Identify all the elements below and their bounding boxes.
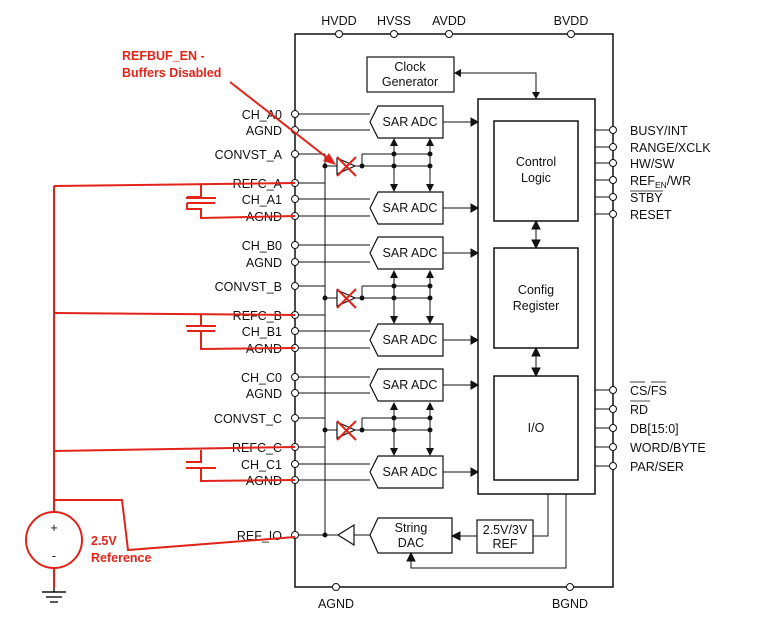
config-label-1: Config — [518, 283, 554, 297]
pin-bvdd: BVDD — [554, 14, 589, 28]
pin-stby: STBY — [630, 191, 663, 205]
refbuf-note-1: REFBUF_EN - — [122, 49, 205, 63]
sar-adc-c1: SAR ADC — [383, 465, 438, 479]
pin-convst-b: CONVST_B — [215, 280, 282, 294]
pin-ch-a0: CH_A0 — [242, 108, 282, 122]
ref-block-label-2: REF — [493, 537, 518, 551]
pin-range-xclk: RANGE/XCLK — [630, 141, 711, 155]
external-reference-wiring — [53, 182, 296, 588]
pin-ch-a1: CH_A1 — [242, 193, 282, 207]
sar-adc-group — [369, 105, 444, 489]
control-label-1: Control — [516, 155, 556, 169]
source-minus: - — [52, 549, 56, 563]
control-logic-block — [493, 120, 579, 222]
pin-hvss: HVSS — [377, 14, 411, 28]
sar-adc-b1: SAR ADC — [383, 333, 438, 347]
clock-label-1: Clock — [394, 60, 426, 74]
pin-refc-b: REFC_B — [233, 309, 282, 323]
pin-ch-c0: CH_C0 — [241, 371, 282, 385]
pin-ch-c1: CH_C1 — [241, 458, 282, 472]
string-dac-label-1: String — [395, 521, 428, 535]
config-label-2: Register — [513, 299, 560, 313]
disabled-buffer-marks — [336, 156, 357, 441]
clock-label-2: Generator — [382, 75, 438, 89]
pin-hvdd: HVDD — [321, 14, 356, 28]
pin-agnd-a0: AGND — [246, 124, 282, 138]
pin-word-byte: WORD/BYTE — [630, 441, 706, 455]
pin-reset: RESET — [630, 208, 672, 222]
ground-icon — [42, 588, 66, 603]
pin-db: DB[15:0] — [630, 422, 679, 436]
string-dac-block — [369, 517, 453, 554]
pin-bgnd: BGND — [552, 597, 588, 611]
pin-hw-sw: HW/SW — [630, 157, 675, 171]
reference-note-1: 2.5V — [91, 534, 117, 548]
sar-adc-a0: SAR ADC — [383, 115, 438, 129]
clock-generator-block — [366, 56, 455, 93]
refbuf-note-2: Buffers Disabled — [122, 66, 221, 80]
pin-agnd-b0: AGND — [246, 256, 282, 270]
string-dac-label-2: DAC — [398, 536, 424, 550]
right-pins — [609, 126, 617, 470]
pin-agnd-bottom: AGND — [318, 597, 354, 611]
sar-adc-c0: SAR ADC — [383, 378, 438, 392]
pin-agnd-c0: AGND — [246, 387, 282, 401]
control-label-2: Logic — [521, 171, 551, 185]
pin-ref-en-wr: REFEN/WR — [630, 174, 691, 190]
io-label: I/O — [528, 421, 545, 435]
ref-block-label-1: 2.5V/3V — [483, 523, 528, 537]
top-pins — [335, 30, 575, 38]
ref-io-buffer — [336, 523, 355, 547]
sar-adc-a1: SAR ADC — [383, 201, 438, 215]
sar-adc-b0: SAR ADC — [383, 246, 438, 260]
pin-par-ser: PAR/SER — [630, 460, 684, 474]
annotation-arrow — [323, 153, 336, 165]
pin-rd: RD — [630, 403, 648, 417]
chip-outline — [294, 33, 614, 588]
pin-ch-b1: CH_B1 — [242, 325, 282, 339]
source-plus: + — [50, 521, 57, 535]
internal-ref-block — [476, 519, 534, 554]
reference-source-icon — [25, 511, 83, 569]
pin-busy-int: BUSY/INT — [630, 124, 688, 138]
reference-note-2: Reference — [91, 551, 151, 565]
pin-ch-b0: CH_B0 — [242, 239, 282, 253]
io-block — [493, 375, 579, 481]
pin-cs-fs: CS/FS — [630, 384, 667, 398]
pin-convst-c: CONVST_C — [214, 412, 282, 426]
pin-convst-a: CONVST_A — [215, 148, 283, 162]
pin-avdd: AVDD — [432, 14, 466, 28]
config-register-block — [493, 247, 579, 349]
bottom-pins — [332, 583, 574, 591]
